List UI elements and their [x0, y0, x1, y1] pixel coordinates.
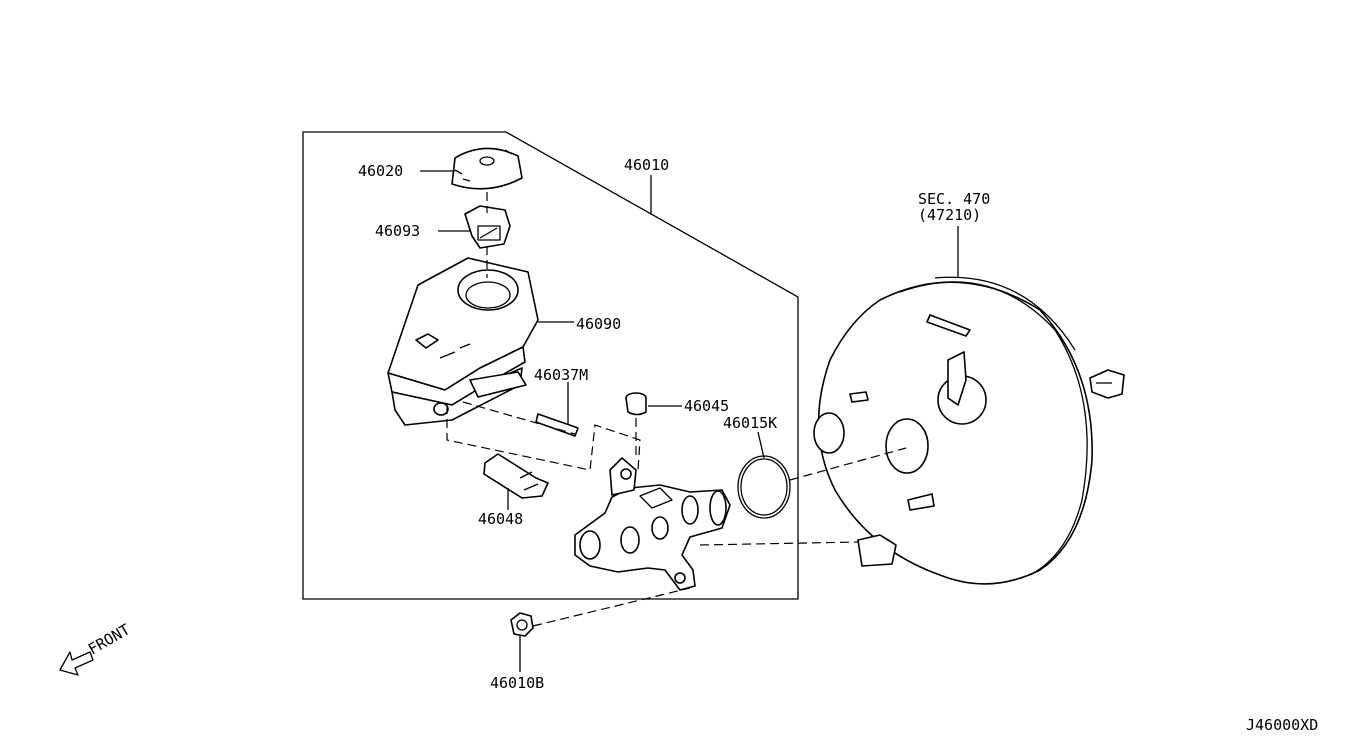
reservoir-strainer [464, 205, 511, 249]
front-label: FRONT [85, 620, 133, 658]
brake-fluid-reservoir [387, 257, 539, 426]
label-46037M: 46037M [534, 366, 588, 384]
reservoir-seal [625, 392, 647, 416]
label-sec-470: SEC. 470 [918, 190, 990, 208]
nut [510, 612, 534, 637]
drawing-code: J46000XD [1246, 716, 1318, 734]
label-46045: 46045 [684, 397, 729, 415]
label-46093: 46093 [375, 222, 420, 240]
master-cylinder [574, 457, 731, 591]
assembly-frame [302, 131, 799, 600]
label-46048: 46048 [478, 510, 523, 528]
fluid-level-sensor [483, 453, 549, 499]
o-ring [737, 455, 791, 519]
front-arrow: FRONT [59, 620, 133, 676]
label-sec-470-sub: (47210) [918, 206, 981, 224]
reservoir-pin [535, 413, 579, 437]
label-46010B: 46010B [490, 674, 544, 692]
label-46090: 46090 [576, 315, 621, 333]
reservoir-cap [451, 147, 523, 190]
alignment-lines [446, 192, 907, 627]
leader-lines [420, 170, 959, 672]
label-46010: 46010 [624, 156, 669, 174]
brake-booster [813, 276, 1125, 585]
label-46020: 46020 [358, 162, 403, 180]
label-46015K: 46015K [723, 414, 777, 432]
